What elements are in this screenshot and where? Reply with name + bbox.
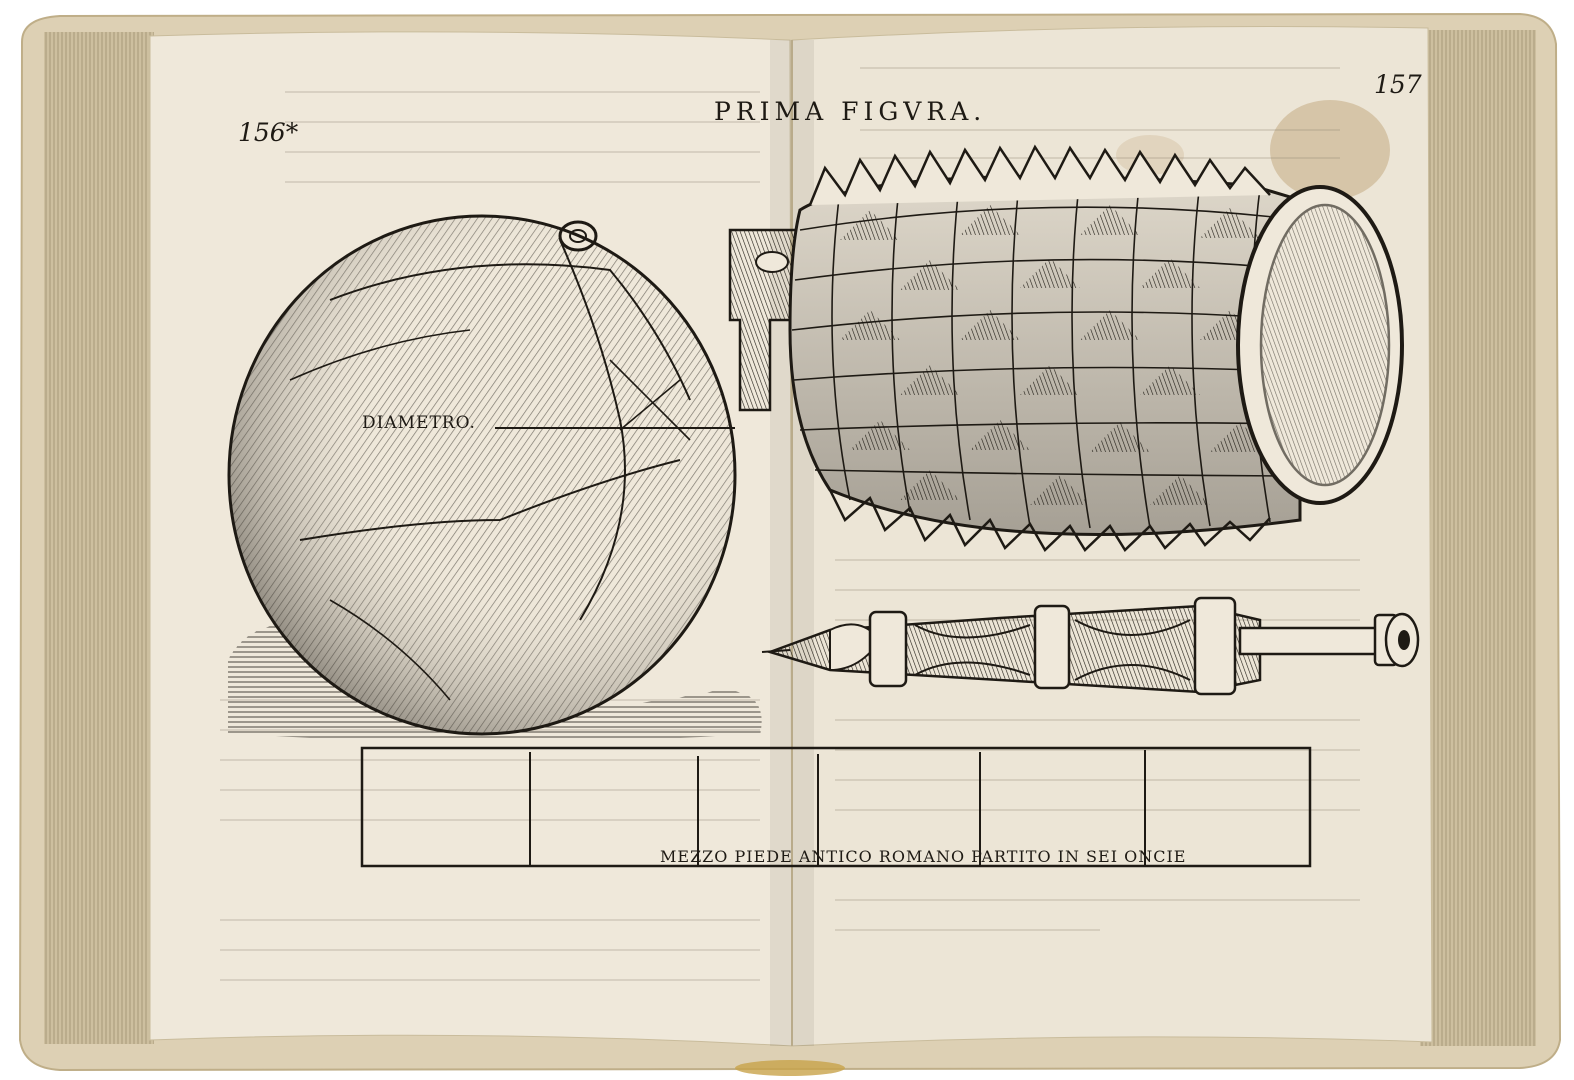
scale-bar (360, 746, 1312, 868)
pipe-drawing (761, 596, 1420, 696)
bookmark-ribbon (735, 1060, 845, 1076)
right-page-number: 157 (1374, 70, 1422, 99)
diameter-label: DIAMETRO. (362, 413, 476, 433)
left-page-number: 156* (238, 118, 299, 147)
sphere-drawing (227, 214, 737, 736)
page-stain (1270, 100, 1390, 200)
spiked-cylinder-drawing (728, 144, 1404, 553)
figure-title: PRIMA FIGVRA. (714, 97, 987, 126)
scale-caption: MEZZO PIEDE ANTICO ROMANO PARTITO IN SEI… (660, 847, 1187, 866)
